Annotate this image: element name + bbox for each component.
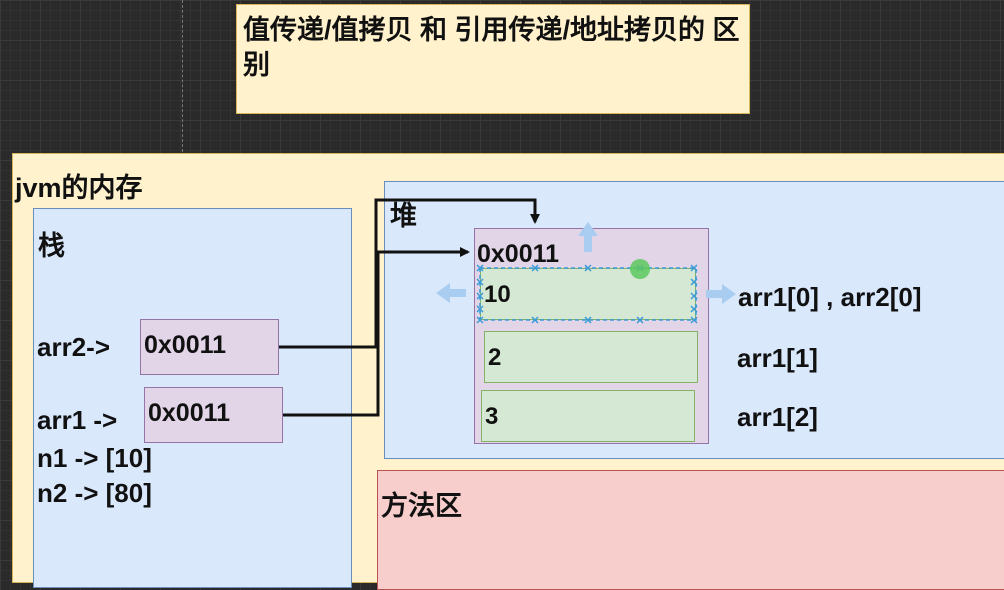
array-cell-2-value: 3 (485, 403, 499, 430)
arr2-reference-value: 0x0011 (144, 331, 227, 359)
stack-label: 栈 (38, 231, 65, 261)
cell-0-label: arr1[0] , arr2[0] (738, 282, 922, 312)
array-cell-1[interactable] (484, 331, 698, 383)
array-cell-1-value: 2 (488, 344, 502, 371)
array-cell-0-value: 10 (484, 281, 511, 308)
cell-2-label: arr1[2] (737, 402, 818, 432)
method-area-label: 方法区 (381, 491, 462, 521)
array-address: 0x0011 (477, 240, 560, 268)
method-area-region[interactable] (377, 470, 1004, 590)
cell-1-label: arr1[1] (737, 343, 818, 373)
heap-label: 堆 (390, 201, 417, 231)
arr2-reference-box[interactable] (140, 319, 279, 375)
arr2-label: arr2-> (37, 332, 110, 362)
title-note[interactable]: 值传递/值拷贝 和 引用传递/地址拷贝的 区别 (236, 4, 750, 114)
array-cell-2[interactable] (481, 390, 695, 442)
array-cell-0[interactable] (480, 268, 696, 320)
guide-line (182, 0, 183, 152)
arr1-label: arr1 -> (37, 405, 118, 435)
n2-label: n2 -> [80] (37, 478, 152, 508)
jvm-memory-label: jvm的内存 (15, 173, 143, 203)
n1-label: n1 -> [10] (37, 443, 152, 473)
arr1-reference-box[interactable] (144, 387, 283, 443)
arr1-reference-value: 0x0011 (148, 399, 231, 427)
